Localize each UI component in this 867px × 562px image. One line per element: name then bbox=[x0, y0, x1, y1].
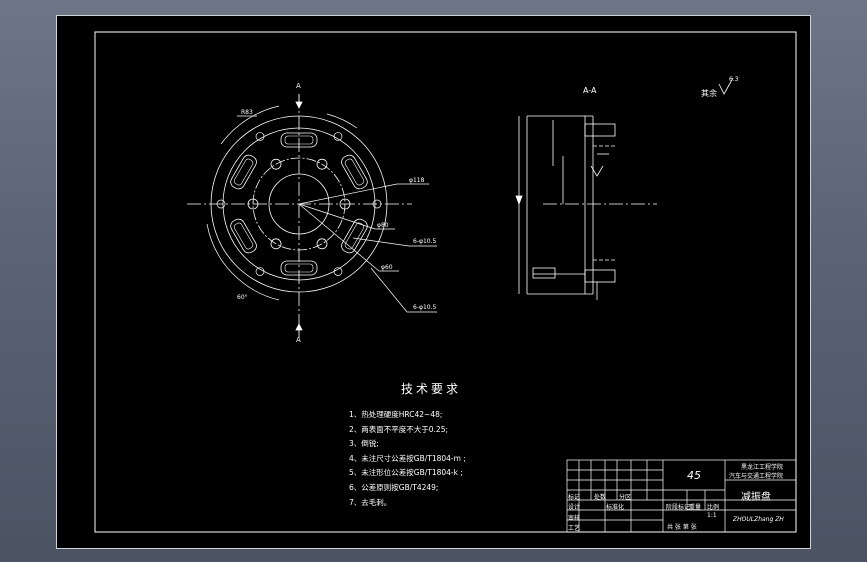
bolt-hole-group bbox=[216, 132, 382, 276]
tech-item: 1、热处理硬度HRC42~48; bbox=[349, 410, 443, 419]
tb-scale: 1:1 bbox=[707, 512, 717, 519]
title-block bbox=[566, 459, 797, 533]
tb-code: ZHOULZhang ZH bbox=[733, 516, 784, 523]
dim-d1: φ118 bbox=[409, 177, 425, 184]
spring-window-group bbox=[230, 132, 368, 276]
dim-radius: R83 bbox=[241, 109, 253, 116]
spring-window bbox=[230, 218, 257, 254]
tb-row-design: 设计 bbox=[568, 504, 581, 511]
bolt-hole bbox=[316, 238, 328, 250]
tech-requirements-list: 1、热处理硬度HRC42~48; 2、两表面不平度不大于0.25; 3、倒锐; … bbox=[349, 408, 466, 510]
outer-hole bbox=[333, 132, 343, 141]
tb-header-right: 分区 bbox=[619, 494, 632, 501]
tb-sheets: 共 张 第 张 bbox=[667, 524, 697, 531]
tb-school-2: 汽车与交通工程学院 bbox=[729, 473, 784, 480]
tb-header-mid: 处数 bbox=[594, 494, 607, 501]
section-view-label: A-A bbox=[583, 86, 597, 95]
spring-window bbox=[280, 260, 318, 276]
tb-part-name: 减振盘 bbox=[741, 492, 771, 503]
tb-material: 45 bbox=[687, 469, 701, 482]
tb-header-left: 标记 bbox=[568, 494, 581, 501]
dim-d2: φ80 bbox=[377, 222, 389, 229]
spring-window bbox=[341, 154, 368, 190]
bolt-hole bbox=[270, 238, 282, 250]
tech-item: 5、未注形位公差按GB/T1804-k ; bbox=[349, 468, 463, 478]
outer-hole bbox=[333, 267, 343, 276]
plan-section-label-bottom: A bbox=[296, 336, 301, 344]
tech-item: 4、未注尺寸公差按GB/T1804-m ; bbox=[349, 453, 466, 463]
tb-row-standard: 标准化 bbox=[606, 504, 625, 511]
bolt-hole bbox=[339, 198, 351, 210]
section-view bbox=[515, 115, 657, 300]
pcd-circle bbox=[252, 157, 346, 251]
dim-d3: φ60 bbox=[381, 264, 393, 271]
tech-item: 6、公差原则按GB/T4249; bbox=[349, 482, 439, 492]
dim-angle: 60° bbox=[237, 294, 248, 301]
outer-hole bbox=[372, 199, 382, 209]
drawing-sheet: A A A-A 其余 6.3 φ118 φ80 φ60 6-φ10.5 6-φ1… bbox=[56, 15, 811, 549]
tech-requirements-title: 技术要求 bbox=[401, 382, 462, 396]
bolt-hole bbox=[247, 198, 259, 210]
tb-col-stage: 阶段标记 bbox=[666, 504, 691, 511]
tb-school-1: 黑龙江工程学院 bbox=[741, 464, 784, 471]
spring-window bbox=[341, 218, 368, 254]
tech-item: 3、倒锐; bbox=[349, 439, 379, 449]
tb-row-review: 审核 bbox=[568, 515, 581, 522]
surface-note: 其余 bbox=[701, 89, 717, 98]
outer-hole bbox=[216, 199, 226, 209]
plan-section-label-top: A bbox=[296, 82, 301, 90]
dim-holes-2: 6-φ10.5 bbox=[413, 304, 437, 311]
roughness-value: 6.3 bbox=[729, 76, 739, 83]
bore-circle bbox=[268, 173, 330, 235]
tech-item: 7、去毛刺。 bbox=[349, 497, 392, 507]
spring-window bbox=[230, 154, 257, 190]
outer-hole bbox=[255, 267, 265, 276]
outer-hole bbox=[255, 132, 265, 141]
dim-holes-1: 6-φ10.5 bbox=[413, 238, 437, 245]
tb-col-scale: 比例 bbox=[707, 504, 720, 511]
tech-item: 2、两表面不平度不大于0.25; bbox=[349, 424, 448, 434]
cad-drawing-canvas bbox=[94, 31, 797, 533]
roughness-symbol bbox=[718, 77, 734, 95]
spring-window bbox=[280, 132, 318, 148]
leader-lines bbox=[237, 115, 437, 313]
bolt-hole bbox=[316, 158, 328, 170]
bolt-hole bbox=[270, 158, 282, 170]
inner-frame bbox=[94, 31, 797, 533]
tb-row-process: 工艺 bbox=[568, 525, 581, 532]
plan-view bbox=[187, 94, 412, 338]
outer-circle bbox=[210, 115, 388, 293]
tb-col-weight: 重量 bbox=[689, 504, 702, 511]
